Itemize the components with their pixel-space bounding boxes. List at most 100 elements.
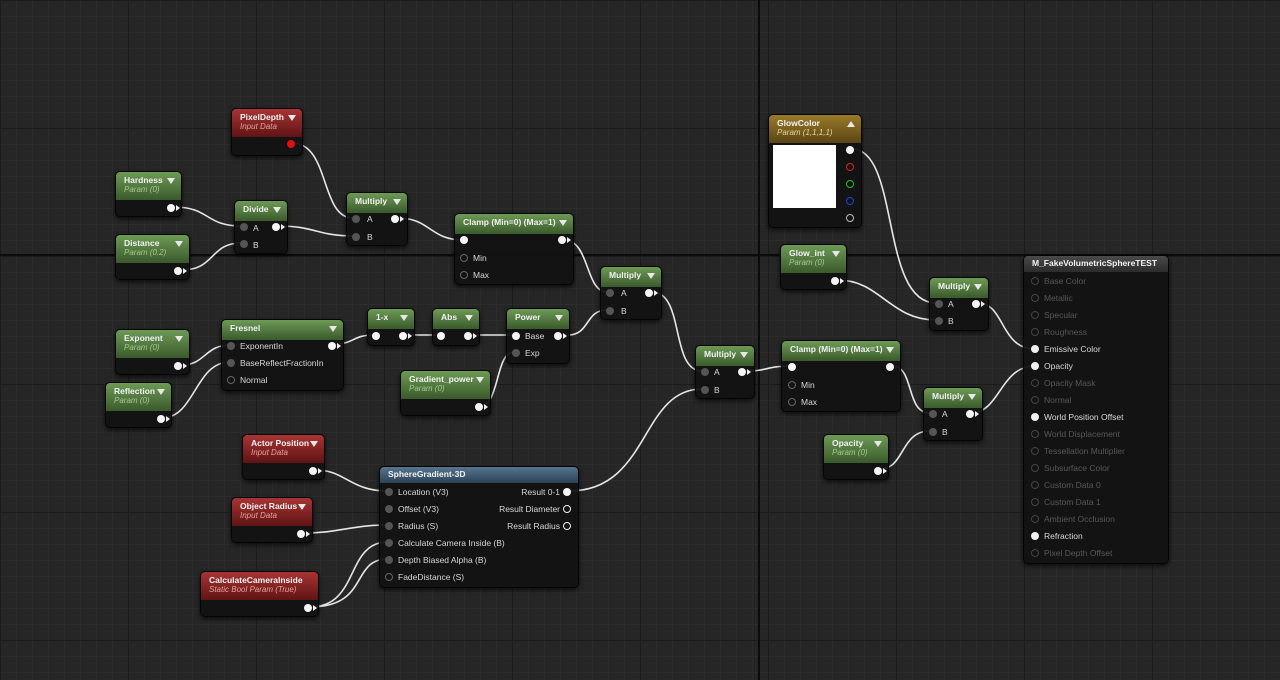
output-pin[interactable] — [174, 267, 182, 275]
input-pin-a[interactable] — [606, 289, 614, 297]
node-multiply-4[interactable]: Multiply A B — [929, 277, 989, 331]
collapse-arrow-icon[interactable] — [400, 315, 408, 321]
node-multiply-2[interactable]: Multiply A B — [600, 266, 662, 320]
input-pin-b[interactable] — [935, 317, 943, 325]
output-pin-r[interactable] — [846, 163, 854, 171]
input-pin[interactable] — [460, 236, 468, 244]
collapse-arrow-icon[interactable] — [298, 504, 306, 510]
input-pin-camera-inside[interactable] — [385, 539, 393, 547]
output-pin[interactable] — [174, 362, 182, 370]
collapse-arrow-icon[interactable] — [288, 115, 296, 121]
output-pin[interactable] — [738, 368, 746, 376]
node-clamp-1[interactable]: Clamp (Min=0) (Max=1) Min Max — [454, 213, 574, 285]
input-pin-a[interactable] — [352, 215, 360, 223]
output-pin-a[interactable] — [846, 214, 854, 222]
node-actor-position[interactable]: Actor Position Input Data — [242, 434, 325, 480]
input-pin-exp[interactable] — [512, 349, 520, 357]
output-pin-result[interactable] — [563, 488, 571, 496]
collapse-arrow-icon[interactable] — [310, 441, 318, 447]
input-pin-min[interactable] — [460, 254, 468, 262]
input-pin-b[interactable] — [606, 307, 614, 315]
output-pin[interactable] — [886, 363, 894, 371]
output-pin-rgb[interactable] — [846, 146, 854, 154]
collapse-arrow-icon[interactable] — [476, 377, 484, 383]
collapse-arrow-icon[interactable] — [874, 441, 882, 447]
output-pin[interactable] — [391, 215, 399, 223]
output-pin-b[interactable] — [846, 197, 854, 205]
input-pin-a[interactable] — [240, 223, 248, 231]
collapse-arrow-icon[interactable] — [157, 389, 165, 395]
material-input-pin[interactable] — [1031, 413, 1039, 421]
input-pin-normal[interactable] — [227, 376, 235, 384]
node-pixeldepth[interactable]: PixelDepth Input Data — [231, 108, 303, 156]
output-pin[interactable] — [399, 332, 407, 340]
collapse-arrow-icon[interactable] — [329, 326, 337, 332]
node-reflection[interactable]: Reflection Param (0) — [105, 382, 172, 428]
input-pin-min[interactable] — [788, 381, 796, 389]
material-input-pin[interactable] — [1031, 549, 1039, 557]
output-pin[interactable] — [966, 410, 974, 418]
output-pin[interactable] — [167, 204, 175, 212]
output-pin-red[interactable] — [287, 140, 295, 148]
node-object-radius[interactable]: Object Radius Input Data — [231, 497, 313, 543]
output-pin[interactable] — [157, 415, 165, 423]
material-input-pin[interactable] — [1031, 328, 1039, 336]
material-input-pin[interactable] — [1031, 515, 1039, 523]
collapse-arrow-icon[interactable] — [555, 315, 563, 321]
collapse-arrow-icon[interactable] — [832, 251, 840, 257]
output-pin[interactable] — [972, 300, 980, 308]
node-abs[interactable]: Abs — [432, 308, 480, 346]
node-multiply-5[interactable]: Multiply A B — [923, 387, 983, 441]
output-pin[interactable] — [297, 530, 305, 538]
collapse-arrow-icon[interactable] — [968, 394, 976, 400]
node-glowcolor[interactable]: GlowColor Param (1,1,1,1) — [768, 114, 862, 228]
input-pin-b[interactable] — [240, 240, 248, 248]
output-pin[interactable] — [475, 403, 483, 411]
node-glow-int[interactable]: Glow_int Param (0) — [780, 244, 847, 290]
collapse-arrow-icon[interactable] — [886, 347, 894, 353]
material-input-pin[interactable] — [1031, 396, 1039, 404]
collapse-arrow-icon[interactable] — [175, 241, 183, 247]
node-multiply-1[interactable]: Multiply A B — [346, 192, 408, 246]
node-hardness[interactable]: Hardness Param (0) — [115, 171, 182, 217]
output-pin-diameter[interactable] — [563, 505, 571, 513]
node-divide[interactable]: Divide A B — [234, 200, 288, 254]
material-input-pin[interactable] — [1031, 345, 1039, 353]
node-sphere-gradient-3d[interactable]: SphereGradient-3D Location (V3) Offset (… — [379, 466, 579, 588]
collapse-arrow-icon[interactable] — [647, 273, 655, 279]
node-gradient-power[interactable]: Gradient_power Param (0) — [400, 370, 491, 416]
material-input-pin[interactable] — [1031, 447, 1039, 455]
output-pin-g[interactable] — [846, 180, 854, 188]
collapse-arrow-icon[interactable] — [167, 178, 175, 184]
input-pin-a[interactable] — [701, 368, 709, 376]
input-pin-offset[interactable] — [385, 505, 393, 513]
node-opacity[interactable]: Opacity Param (0) — [823, 434, 889, 480]
input-pin-b[interactable] — [352, 233, 360, 241]
output-pin[interactable] — [309, 467, 317, 475]
node-one-minus[interactable]: 1-x — [367, 308, 415, 346]
input-pin-max[interactable] — [788, 398, 796, 406]
node-clamp-2[interactable]: Clamp (Min=0) (Max=1) Min Max — [781, 340, 901, 412]
input-pin-max[interactable] — [460, 271, 468, 279]
collapse-arrow-icon[interactable] — [273, 207, 281, 213]
output-pin[interactable] — [328, 342, 336, 350]
input-pin-basereflect[interactable] — [227, 359, 235, 367]
collapse-arrow-icon[interactable] — [175, 336, 183, 342]
output-pin[interactable] — [831, 277, 839, 285]
input-pin-base[interactable] — [512, 332, 520, 340]
input-pin-b[interactable] — [701, 386, 709, 394]
material-input-pin[interactable] — [1031, 481, 1039, 489]
material-input-pin[interactable] — [1031, 379, 1039, 387]
output-pin[interactable] — [272, 223, 280, 231]
node-exponent[interactable]: Exponent Param (0) — [115, 329, 190, 375]
input-pin-location[interactable] — [385, 488, 393, 496]
collapse-arrow-icon[interactable] — [740, 352, 748, 358]
input-pin-fade-distance[interactable] — [385, 573, 393, 581]
input-pin-depth-alpha[interactable] — [385, 556, 393, 564]
output-pin[interactable] — [874, 467, 882, 475]
material-input-pin[interactable] — [1031, 311, 1039, 319]
material-input-pin[interactable] — [1031, 277, 1039, 285]
input-pin-a[interactable] — [929, 410, 937, 418]
node-multiply-3[interactable]: Multiply A B — [695, 345, 755, 399]
